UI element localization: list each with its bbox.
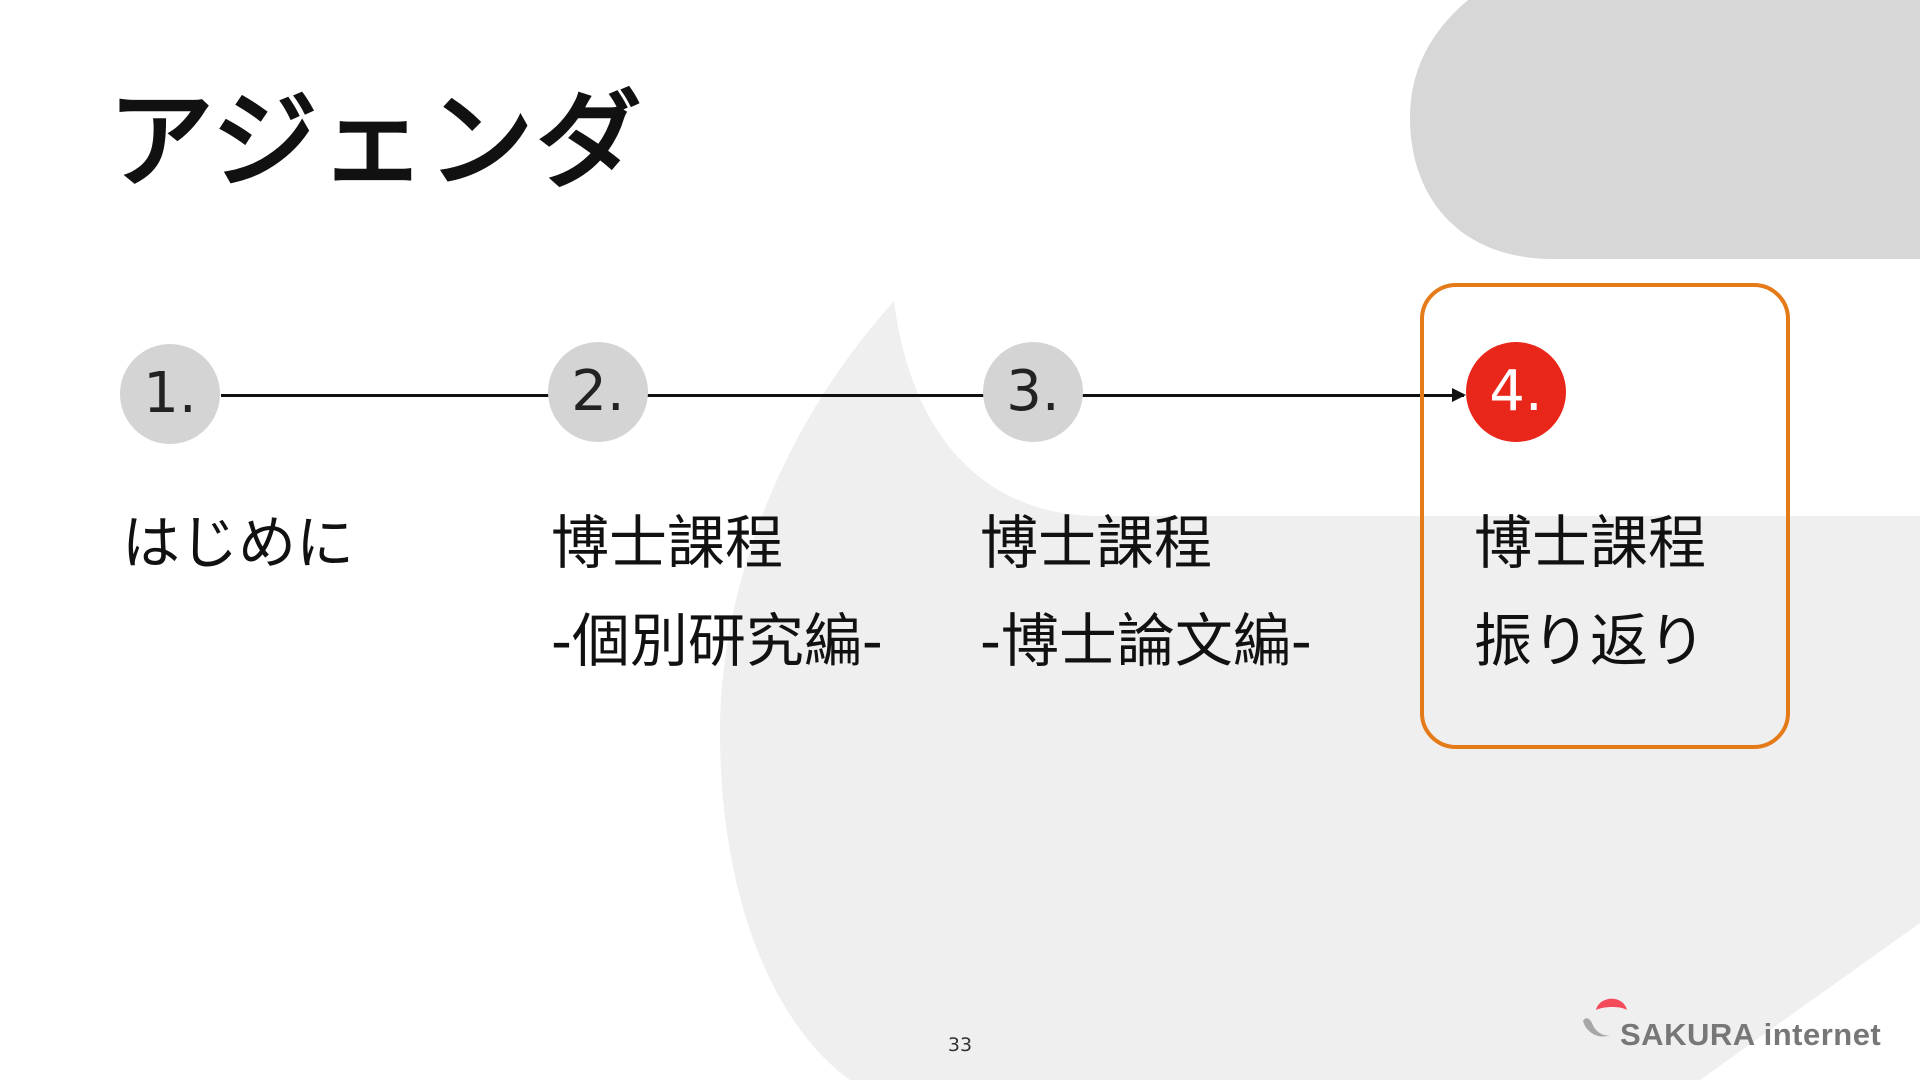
step-4-label: 博士課程 振り返り bbox=[1474, 494, 1706, 690]
page-number: 33 bbox=[947, 1034, 973, 1056]
step-4-number-badge-active: 4. bbox=[1466, 342, 1566, 442]
background-top-blob bbox=[1410, 0, 1920, 259]
company-brand: SAKURA internet bbox=[1580, 992, 1882, 1062]
company-name: SAKURA internet bbox=[1620, 1017, 1882, 1052]
step-2-label-line-1: 博士課程 bbox=[551, 509, 784, 577]
step-3-label-line-2: -博士論文編- bbox=[980, 607, 1312, 675]
step-2-label: 博士課程 -個別研究編- bbox=[551, 494, 883, 690]
step-3-number-badge: 3. bbox=[983, 342, 1083, 442]
page-title: アジェンダ bbox=[108, 80, 644, 203]
current-step-highlight bbox=[1420, 283, 1790, 749]
background-drop-shape bbox=[720, 301, 1920, 1080]
timeline-line bbox=[221, 394, 1464, 397]
step-1-label: はじめに bbox=[122, 494, 354, 592]
step-3-label: 博士課程 -博士論文編- bbox=[980, 494, 1312, 690]
step-2-number-badge: 2. bbox=[548, 342, 648, 442]
step-4-label-line-1: 博士課程 bbox=[1474, 509, 1707, 577]
step-3-label-line-1: 博士課程 bbox=[980, 509, 1213, 577]
step-1-number-badge: 1. bbox=[120, 344, 220, 444]
timeline-arrow-icon bbox=[1452, 388, 1466, 402]
sakura-logo-icon bbox=[1583, 998, 1627, 1037]
step-1-label-line-1: はじめに bbox=[122, 509, 355, 577]
step-2-label-line-2: -個別研究編- bbox=[551, 607, 883, 675]
step-4-label-line-2: 振り返り bbox=[1474, 607, 1707, 675]
